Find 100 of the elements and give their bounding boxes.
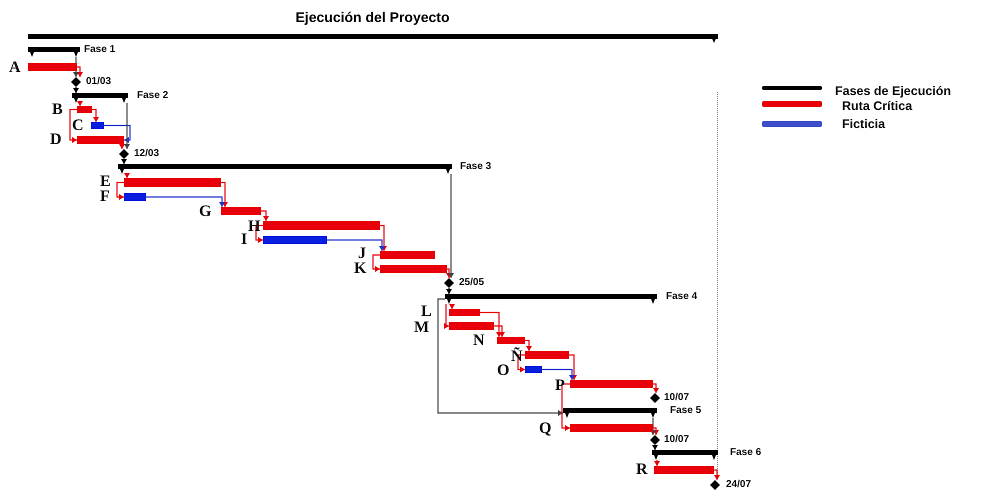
task-letter: C (72, 118, 84, 134)
dependency-arrow (650, 418, 656, 435)
dependency-arrow (221, 182, 228, 207)
task-bar (124, 178, 221, 187)
dependency-arrow (446, 268, 452, 278)
dependency-arrow (261, 210, 269, 221)
milestone-diamond (444, 278, 454, 288)
chart-title: Ejecución del Proyecto (295, 9, 450, 25)
phase-label: Fase 1 (84, 44, 116, 56)
phase-bar (652, 450, 718, 460)
task-letter: L (421, 304, 432, 320)
milestone-date: 10/07 (664, 392, 690, 404)
phase-label: Fase 3 (460, 161, 492, 173)
task-bar (380, 251, 435, 259)
dependency-arrow (654, 460, 660, 466)
dependency-arrow (652, 445, 658, 450)
dependency-arrow (561, 383, 570, 431)
task-letter: M (414, 320, 430, 336)
dependency-arrow (327, 239, 385, 251)
task-letter: D (50, 132, 62, 148)
task-bar (449, 309, 480, 316)
project-bar (28, 34, 718, 43)
dependency-arrow (372, 254, 380, 272)
dependency-arrow (124, 173, 130, 178)
phase-label: Fase 6 (730, 447, 762, 459)
dependency-arrow (116, 182, 124, 200)
dependency-arrow (653, 383, 659, 393)
dependency-arrow (146, 196, 225, 207)
dependency-arrow (69, 108, 77, 143)
dependency-arrow (542, 368, 575, 380)
task-bar (28, 63, 77, 71)
task-letter: Ñ (511, 349, 523, 365)
dependency-arrow (714, 469, 720, 480)
phase-bar (28, 47, 80, 57)
task-letter: G (199, 204, 212, 220)
task-bar (525, 351, 569, 359)
task-letter: Q (539, 421, 552, 437)
milestone-diamond (650, 435, 660, 445)
dependency-arrow (119, 144, 125, 149)
dependency-arrow (92, 108, 99, 122)
dependency-arrow (104, 124, 131, 143)
task-letter: F (100, 189, 110, 205)
milestone-diamond (71, 77, 81, 87)
phase-bar (72, 93, 128, 103)
dependency-arrow (517, 354, 525, 372)
legend-label: Fases de Ejecución (835, 84, 952, 98)
dependency-arrow (380, 224, 387, 251)
dependency-arrow (525, 340, 532, 351)
task-bar (570, 380, 653, 388)
dependency-arrow (569, 354, 577, 380)
dependency-arrow (480, 312, 502, 337)
phase-label: Fase 2 (137, 90, 168, 102)
task-letter: A (9, 60, 21, 76)
phase-bar (118, 164, 452, 174)
task-bar (449, 322, 494, 330)
task-bar (654, 466, 714, 474)
task-letter: J (358, 246, 366, 262)
legend-label: Ruta Crítica (842, 99, 912, 113)
dependency-arrow (437, 298, 563, 416)
dependency-arrow (124, 103, 130, 149)
dependency-arrow (121, 159, 127, 164)
phase-label: Fase 5 (670, 405, 702, 417)
task-letter: K (354, 261, 366, 277)
task-bar (263, 221, 380, 230)
phase-label: Fase 4 (666, 291, 698, 303)
phase-bar (445, 294, 657, 304)
dependency-arrow (653, 427, 659, 435)
dummy-task-bar (525, 366, 542, 373)
dependency-arrow (444, 304, 449, 329)
task-letter: N (473, 333, 485, 349)
task-bar (497, 337, 525, 344)
dummy-task-bar (263, 236, 327, 244)
dependency-arrow (494, 325, 505, 337)
dependency-arrow (448, 174, 454, 278)
task-letter: H (248, 219, 260, 235)
dummy-task-bar (124, 193, 146, 201)
task-letter: O (497, 363, 510, 379)
dependency-arrow (255, 224, 263, 243)
task-letter: I (241, 232, 248, 248)
dependency-arrow (73, 87, 79, 93)
dependency-arrow (77, 101, 83, 106)
task-bar (380, 265, 447, 273)
task-bar (221, 207, 261, 215)
milestone-diamond (119, 149, 129, 159)
milestone-diamond (650, 393, 660, 403)
milestone-diamond (710, 480, 720, 490)
legend-label: Ficticia (842, 117, 886, 131)
task-bar (77, 106, 92, 113)
dependency-arrow (449, 304, 455, 309)
milestone-date: 10/07 (664, 434, 690, 446)
dependency-arrow (446, 288, 452, 294)
milestone-date: 24/07 (726, 479, 752, 491)
task-letter: E (100, 174, 111, 190)
task-bar (570, 424, 653, 432)
phase-bar (563, 408, 657, 418)
task-bar (77, 136, 124, 144)
milestone-date: 25/05 (459, 277, 484, 289)
milestone-date: 12/03 (134, 148, 160, 160)
dummy-task-bar (91, 122, 104, 129)
task-letter: R (636, 462, 648, 478)
